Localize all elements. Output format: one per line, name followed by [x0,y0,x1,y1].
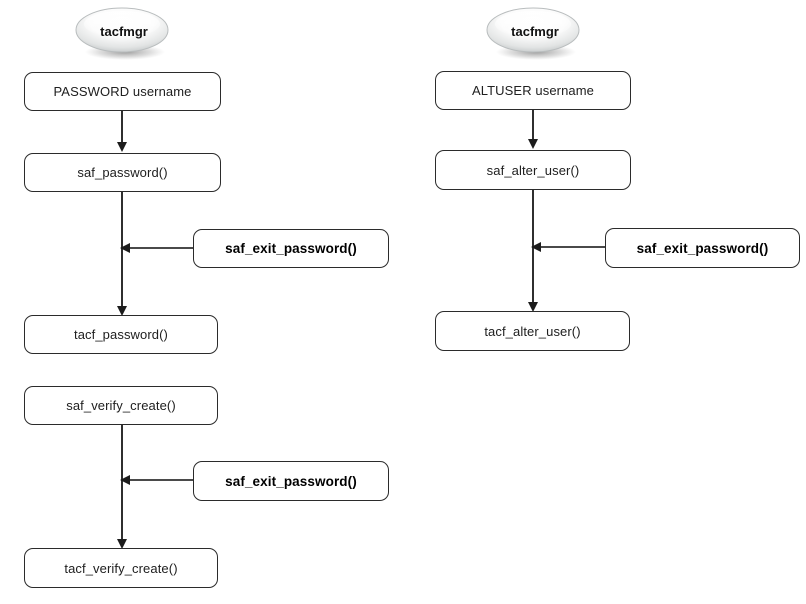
node-tacf-verify-create[interactable]: tacf_verify_create() [24,548,218,588]
arrowhead-left-icon [531,242,541,252]
connector-exit-password-1 [126,247,194,249]
node-tacf-alter-user[interactable]: tacf_alter_user() [435,311,630,351]
arrowhead-down-icon [117,142,127,152]
connector-exit-password-3 [537,246,606,248]
arrowhead-left-icon [120,243,130,253]
start-ellipse-alter-user-flow: tacfmgr [483,6,587,60]
connector-password-to-saf-password [121,111,123,144]
arrowhead-down-icon [528,139,538,149]
connector-exit-password-2 [126,479,194,481]
arrowhead-down-icon [117,306,127,316]
node-saf-alter-user[interactable]: saf_alter_user() [435,150,631,190]
node-altuser-username[interactable]: ALTUSER username [435,71,631,110]
connector-altuser-to-saf-alter-user [532,110,534,141]
node-saf-exit-password-2[interactable]: saf_exit_password() [193,461,389,501]
start-ellipse-password-flow: tacfmgr [72,6,176,60]
arrowhead-down-icon [528,302,538,312]
node-saf-exit-password-3[interactable]: saf_exit_password() [605,228,800,268]
arrowhead-left-icon [120,475,130,485]
node-saf-exit-password-1[interactable]: saf_exit_password() [193,229,389,268]
node-tacf-password[interactable]: tacf_password() [24,315,218,354]
node-saf-password[interactable]: saf_password() [24,153,221,192]
arrowhead-down-icon [117,539,127,549]
node-saf-verify-create[interactable]: saf_verify_create() [24,386,218,425]
node-password-username[interactable]: PASSWORD username [24,72,221,111]
